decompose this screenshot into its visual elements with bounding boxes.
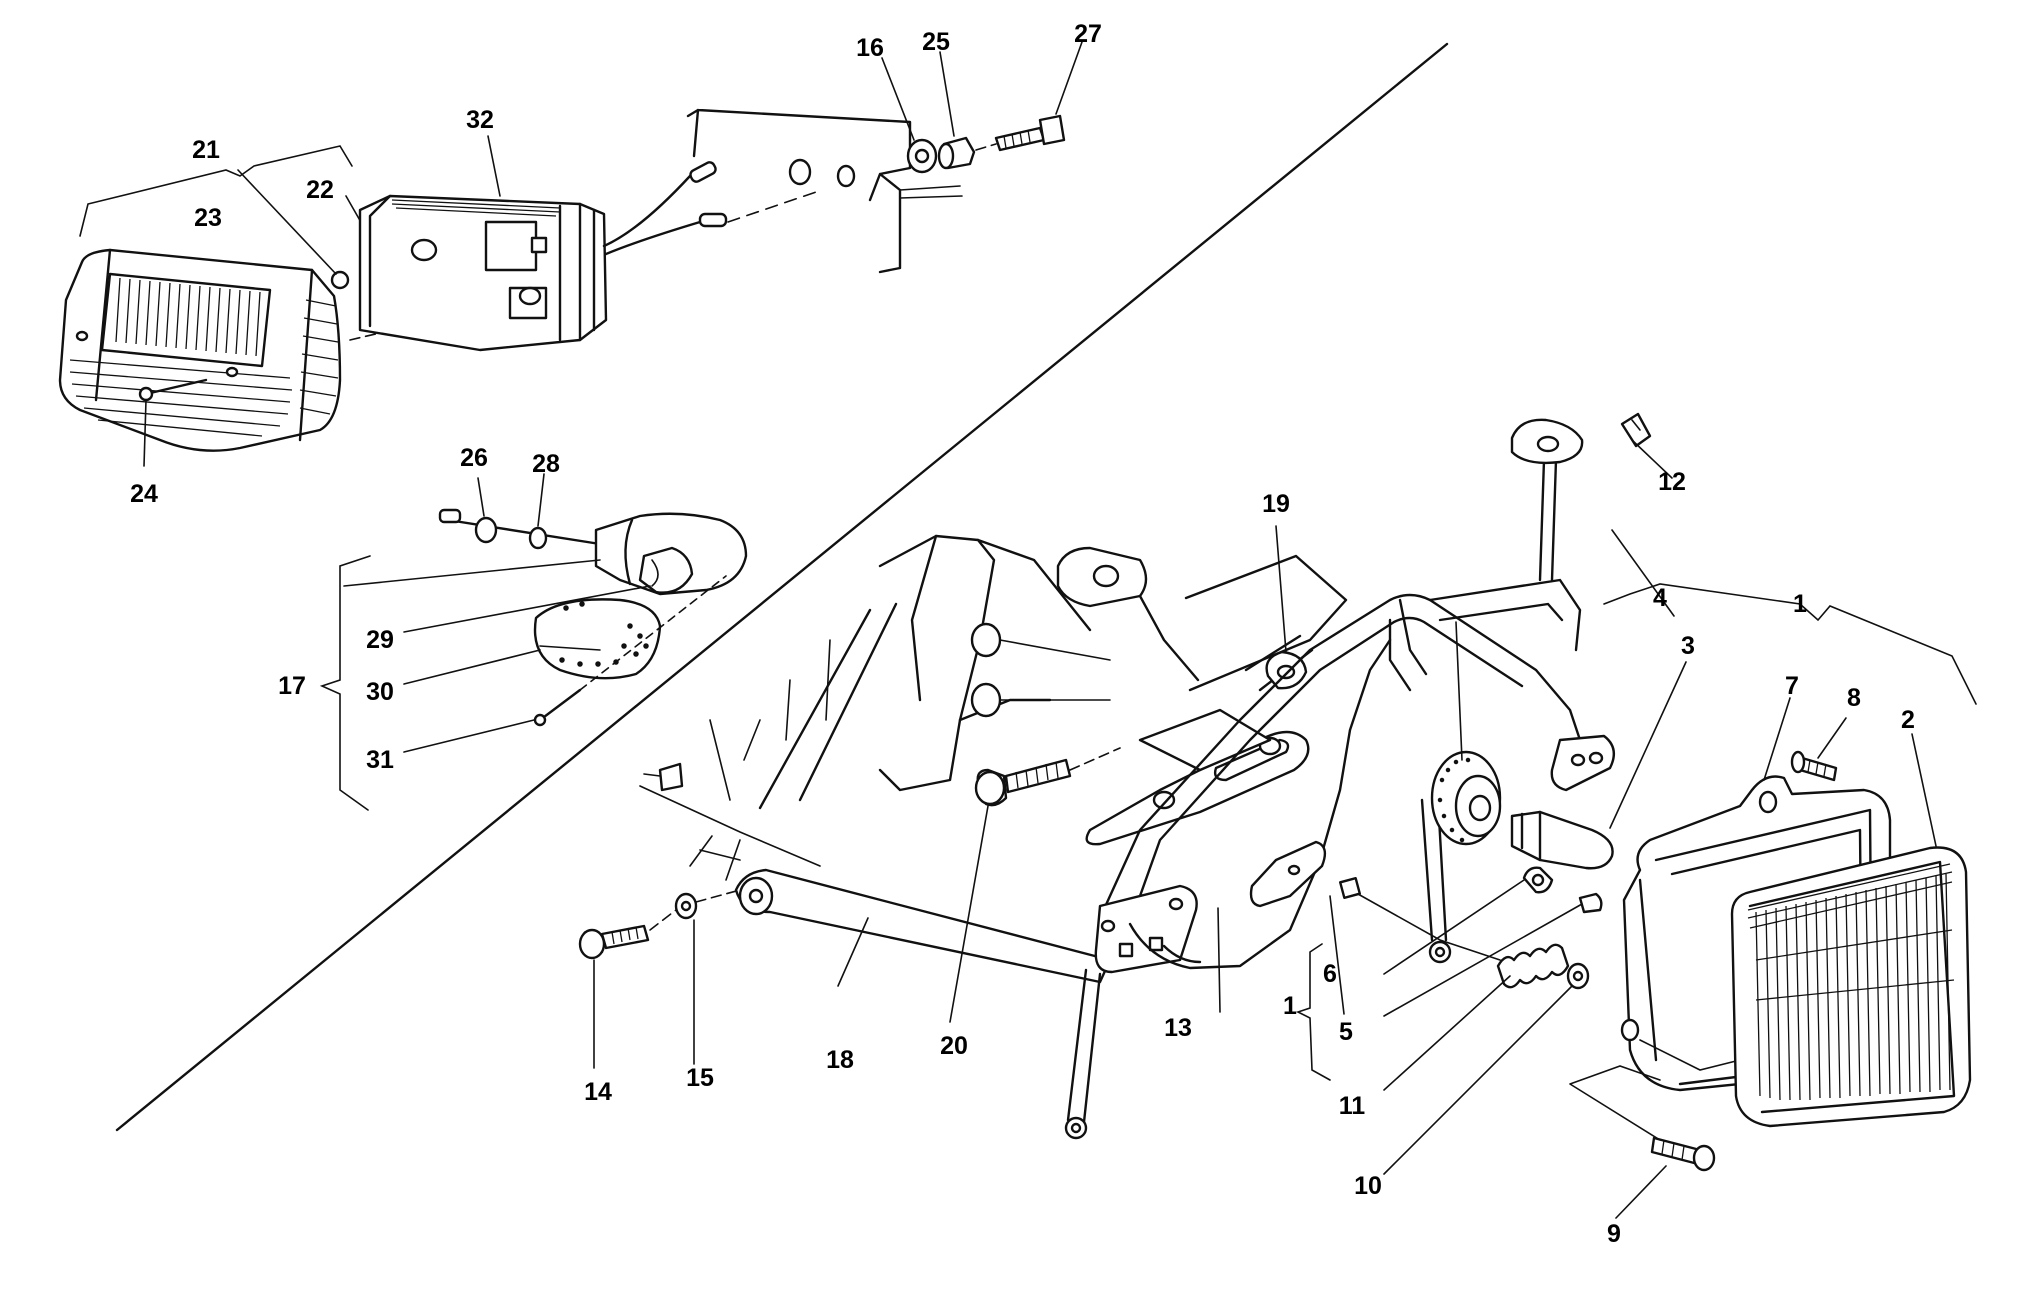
callout-26: 26 [460,444,488,472]
callout-16: 16 [856,34,884,62]
mounting-plate [686,108,912,274]
callout-1: 1 [1793,590,1807,618]
headlight-lens [1730,846,1972,1128]
headlight-bracket-arm [1085,730,1310,846]
callout-4: 4 [1653,584,1667,612]
callout-20: 20 [940,1032,968,1060]
callout-10: 10 [1354,1172,1382,1200]
callout-11: 11 [1339,1092,1366,1120]
callout-29: 29 [366,626,394,654]
adjusting-spring [1496,943,1570,989]
headlight-frame-assembly [578,412,1687,1175]
callout-7: 7 [1785,672,1799,700]
callout-28: 28 [532,450,560,478]
callout-25: 25 [922,28,950,56]
callout-12: 12 [1658,468,1686,496]
tubular-bracket [1098,593,1582,920]
callout-3: 3 [1681,632,1695,660]
callout-labels: 1 1 2 3 4 5 6 7 8 9 10 11 12 13 14 15 16… [130,20,1915,1248]
callout-9: 9 [1607,1220,1621,1248]
frame-arm [734,868,1112,984]
callout-27: 27 [1074,20,1102,48]
signal-bulb [638,546,694,594]
gasket [330,270,350,290]
callout-31: 31 [366,746,394,774]
headlight-assembly [1569,583,1977,1219]
callout-19: 19 [1262,490,1290,518]
callout-24: 24 [130,480,158,508]
signal-lens [533,598,662,680]
callout-14: 14 [584,1078,612,1106]
rim-screw [1798,756,1838,782]
callout-22: 22 [306,176,334,204]
lens-screw [144,378,208,396]
tail-light-housing [358,194,608,352]
headlight-bulb [1510,810,1614,870]
callout-13: 13 [1164,1014,1192,1042]
callout-32: 32 [466,106,494,134]
turn-signal-assembly [319,473,748,811]
callout-30: 30 [366,678,394,706]
headlight-clip [1620,412,1652,448]
callout-21: 21 [192,136,220,164]
callout-23: 23 [194,204,222,232]
section-divider-line [115,42,1449,1132]
bulb-socket [1578,892,1603,914]
callout-1-sub: 1 [1283,992,1297,1020]
signal-washer [528,526,548,550]
tail-light-assembly [58,41,1083,467]
signal-screw [538,688,582,722]
callout-17: 17 [278,672,306,700]
plate-bolt [994,126,1046,152]
callout-6: 6 [1323,960,1337,988]
callout-8: 8 [1847,684,1861,712]
callout-5: 5 [1339,1018,1353,1046]
callout-18: 18 [826,1046,854,1074]
adjusting-screw [1650,1136,1702,1166]
signal-grommet [474,516,498,544]
callout-2: 2 [1901,706,1915,734]
callout-15: 15 [686,1064,714,1092]
